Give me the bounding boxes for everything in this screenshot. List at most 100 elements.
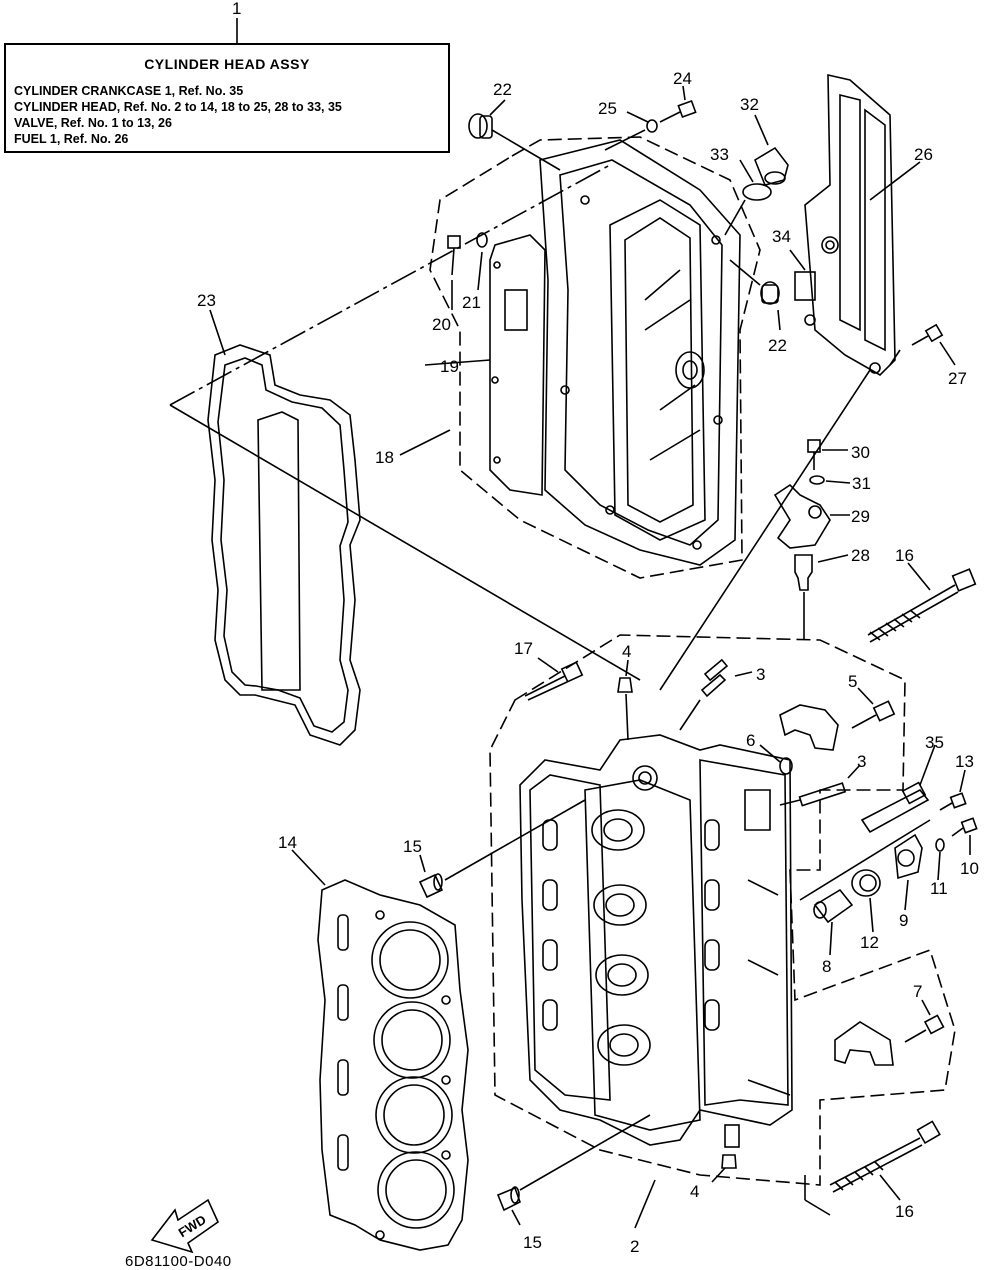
assembly-title: CYLINDER HEAD ASSY: [144, 56, 310, 72]
leader-line: [477, 251, 483, 291]
clamp-part-5: [779, 704, 839, 751]
dashed-boundary-cylinder-head: [489, 634, 956, 1186]
leader-line: [682, 85, 686, 101]
cylinder-head-cover-part-18: [539, 139, 741, 566]
callout-10: 10: [960, 859, 979, 878]
leader-line: [625, 693, 629, 741]
fitting-part-28: [794, 554, 813, 591]
spark-plug-part-35: [860, 781, 930, 834]
leader-line: [491, 129, 561, 171]
assembly-info-box: CYLINDER HEAD ASSY CYLINDER CRANKCASE 1,…: [4, 43, 450, 153]
leader-line: [444, 799, 586, 881]
callout-24: 24: [673, 69, 692, 88]
housing-part-9: [894, 833, 923, 880]
bolt-part-20: [447, 235, 461, 276]
callout-4: 4: [622, 642, 631, 661]
leader-line: [419, 854, 426, 873]
leader-line: [659, 369, 871, 691]
callout-18: 18: [375, 448, 394, 467]
bolt-part-27: [911, 323, 944, 346]
leader-line: [939, 341, 956, 366]
leader-line: [711, 1167, 726, 1183]
leader-line: [634, 1179, 656, 1229]
leader-line: [209, 309, 226, 356]
washer-part-25: [646, 119, 658, 133]
leader-line: [817, 554, 849, 563]
callout-7: 7: [913, 982, 922, 1001]
callout-28: 28: [851, 546, 870, 565]
fwd-arrow-icon: [150, 1198, 220, 1254]
leader-line: [869, 897, 874, 933]
callout-11: 11: [930, 879, 948, 898]
callout-4: 4: [690, 1182, 699, 1201]
seal-part-12: [851, 869, 881, 897]
leader-line: [604, 129, 646, 151]
bolt-part-16-top: [867, 568, 977, 643]
leader-line: [829, 921, 833, 956]
callout-1: 1: [232, 0, 241, 18]
callout-23: 23: [197, 291, 216, 310]
callout-20: 20: [432, 315, 451, 334]
bolt-part-7: [904, 1014, 945, 1043]
leader-line: [847, 764, 861, 779]
diagram-code: 6D81100-D040: [125, 1253, 232, 1270]
callout-14: 14: [278, 833, 297, 852]
callout-3: 3: [857, 752, 866, 771]
callout-26: 26: [914, 145, 933, 164]
leader-line: [921, 999, 931, 1016]
washer-part-21: [476, 232, 488, 248]
leader-line: [754, 114, 769, 146]
clip-part-34: [794, 271, 816, 301]
cylinder-head-part-2: [519, 734, 793, 1148]
leader-line: [919, 744, 936, 786]
leader-line: [399, 429, 451, 456]
leader-line: [904, 879, 909, 911]
callout-15: 15: [403, 837, 422, 856]
leader-line: [799, 819, 931, 901]
bolt-part-24: [659, 99, 697, 123]
callout-5: 5: [848, 672, 857, 691]
leader-line: [625, 659, 629, 677]
leader-line: [424, 359, 491, 366]
leader-line: [804, 1199, 831, 1216]
callout-35: 35: [925, 733, 944, 752]
callout-16: 16: [895, 1202, 914, 1221]
bracket-part-26: [804, 73, 896, 376]
leader-line: [907, 562, 931, 591]
callout-9: 9: [899, 911, 908, 930]
grommet-part-22-right: [760, 281, 780, 305]
leader-line: [777, 309, 781, 331]
callout-19: 19: [440, 357, 459, 376]
washer-part-11: [935, 838, 945, 852]
collar-part-6: [779, 757, 793, 775]
washer-part-31: [809, 475, 825, 485]
leader-line: [724, 199, 746, 236]
callout-29: 29: [851, 507, 870, 526]
bolt-part-30: [807, 439, 821, 470]
pin-part-4-top: [617, 677, 633, 693]
leader-line: [291, 849, 326, 886]
leader-line: [739, 159, 754, 183]
callout-3: 3: [756, 665, 765, 684]
leader-line: [889, 349, 901, 366]
dowel-part-3-top: [700, 658, 729, 698]
cap-part-32: [754, 146, 789, 186]
ref-line: CYLINDER CRANKCASE 1, Ref. No. 35: [14, 84, 244, 98]
leader-line: [789, 249, 806, 271]
dowel-part-3-right: [798, 782, 847, 807]
callout-2: 2: [630, 1237, 639, 1256]
leader-line: [759, 744, 781, 763]
leader-line: [959, 769, 966, 793]
callout-8: 8: [822, 957, 831, 976]
gasket-part-23: [207, 344, 361, 746]
bolt-part-10: [951, 817, 978, 837]
ref-line: CYLINDER HEAD, Ref. No. 2 to 14, 18 to 2…: [14, 100, 342, 114]
leader-line: [825, 480, 851, 484]
callout-33: 33: [710, 145, 729, 164]
leader-line: [626, 111, 649, 123]
callout-25: 25: [598, 99, 617, 118]
sensor-part-29: [773, 483, 831, 549]
leader-line: [679, 699, 701, 731]
callout-34: 34: [772, 227, 791, 246]
leader-line: [729, 259, 761, 286]
